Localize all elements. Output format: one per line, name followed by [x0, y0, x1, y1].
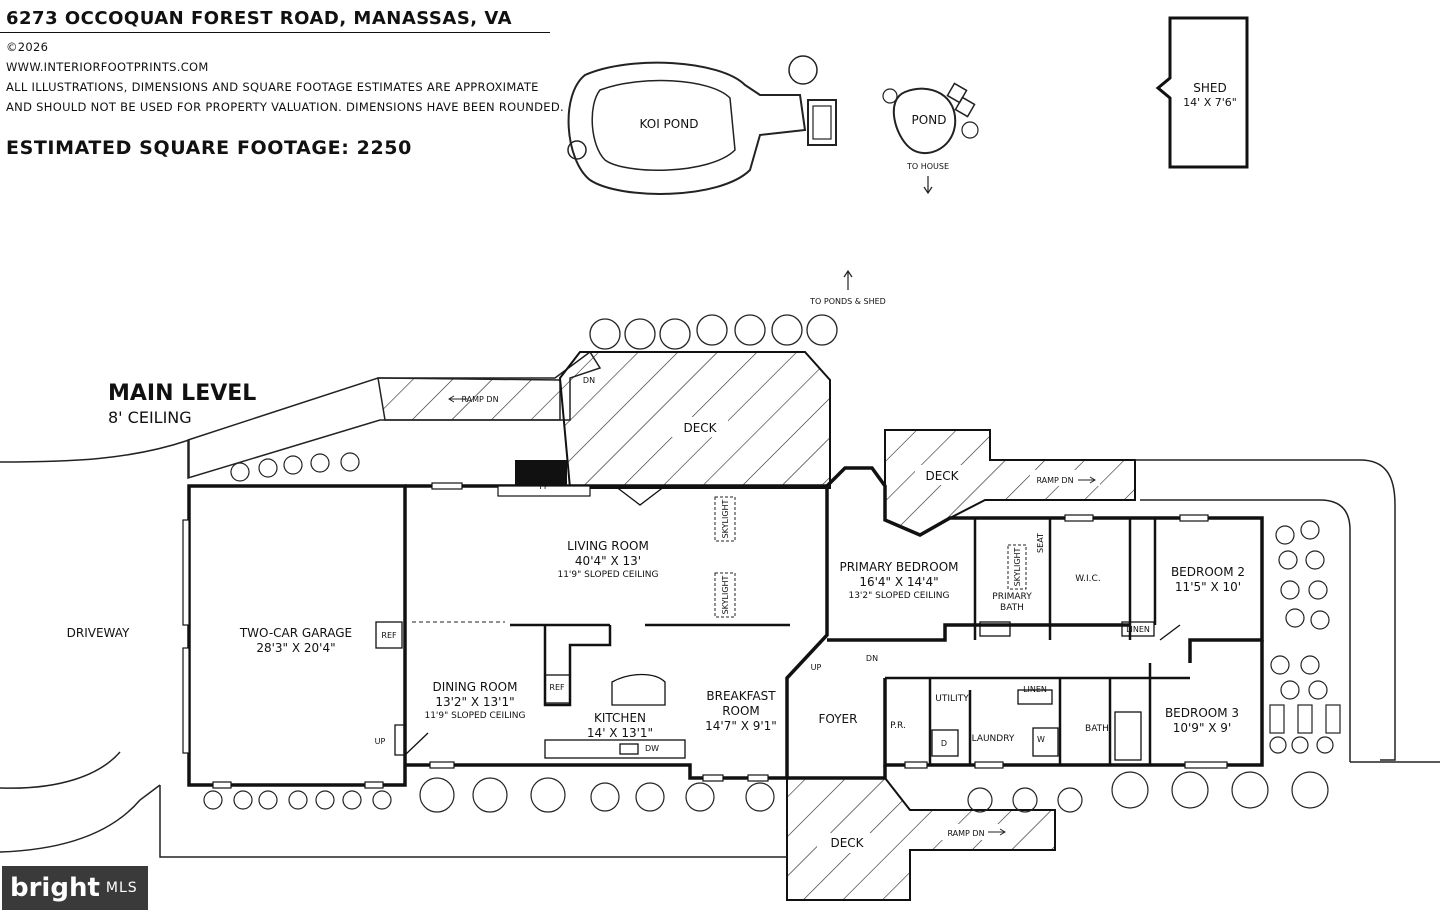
deck-primary-label: DECK [925, 469, 959, 483]
wic-label: W.I.C. [1075, 574, 1100, 584]
ramp-dn-label-2: RAMP DN [1036, 476, 1073, 485]
to-house-label: TO HOUSE [906, 162, 949, 171]
breakfast-room-label-2: ROOM [722, 704, 760, 718]
pond-label: POND [912, 113, 947, 127]
garage-dimensions: 28'3" X 20'4" [256, 641, 335, 655]
level-name: MAIN LEVEL [108, 381, 256, 406]
skylights [714, 496, 1027, 618]
dryer-label: D [941, 739, 947, 748]
skylight-label-1: SKYLIGHT [721, 499, 730, 538]
primary-bath-label-2: BATH [1000, 603, 1024, 613]
utility-label: UTILITY [935, 694, 969, 704]
shrubs-south [203, 771, 1329, 813]
deck-main-label: DECK [683, 421, 717, 435]
header-rule [0, 32, 550, 33]
fireplace: FP [497, 460, 591, 497]
dw-label: DW [645, 744, 659, 753]
living-room-dimensions: 40'4" X 13' [575, 554, 641, 568]
skylight-label-3: SKYLIGHT [1013, 547, 1022, 586]
deck-front-label: DECK [830, 836, 864, 850]
property-address: 6273 OCCOQUAN FOREST ROAD, MANASSAS, VA [6, 8, 513, 29]
bedroom-2-dimensions: 11'5" X 10' [1175, 580, 1241, 594]
main-deck: DECK [558, 351, 831, 489]
to-ponds-label: TO PONDS & SHED [809, 297, 886, 306]
skylight-label-2: SKYLIGHT [721, 575, 730, 614]
shrubs-north [589, 314, 838, 350]
estimated-sqft: ESTIMATED SQUARE FOOTAGE: 2250 [6, 137, 412, 159]
foyer-label: FOYER [819, 712, 858, 726]
bath-label: BATH [1085, 724, 1109, 734]
copyright: ©2026 [6, 40, 49, 54]
koi-pond: KOI POND [567, 55, 837, 195]
laundry-label: LAUNDRY [972, 734, 1015, 744]
doors [394, 485, 1181, 779]
living-room-ceiling: 11'9" SLOPED CEILING [557, 570, 658, 580]
driveway-label: DRIVEWAY [67, 626, 130, 640]
breakfast-room-dimensions: 14'7" X 9'1" [705, 719, 777, 733]
ramp-dn-label-3: RAMP DN [947, 829, 984, 838]
bedroom-3-dimensions: 10'9" X 9' [1173, 721, 1232, 735]
walkway-front [159, 785, 787, 858]
appliances [375, 621, 1155, 761]
walkway-right [1135, 459, 1396, 761]
bedroom-3-label: BEDROOM 3 [1165, 706, 1239, 720]
garage-label: TWO-CAR GARAGE [239, 626, 352, 640]
living-room-label: LIVING ROOM [567, 539, 649, 553]
washer-label: W [1037, 735, 1045, 744]
primary-bedroom-ceiling: 13'2" SLOPED CEILING [848, 591, 949, 601]
dining-room-dimensions: 13'2" X 13'1" [435, 695, 514, 709]
dn-label-2: DN [866, 654, 878, 663]
bedroom-2-label: BEDROOM 2 [1171, 565, 1245, 579]
ref-label-kitchen: REF [549, 683, 565, 692]
bright-mls-logo: bright MLS [2, 866, 148, 910]
shed-label: SHED [1193, 81, 1226, 95]
kitchen-dimensions: 14' X 13'1" [587, 726, 653, 740]
powder-room-label: P.R. [890, 721, 906, 731]
primary-bath-label-1: PRIMARY [992, 592, 1032, 602]
website: WWW.INTERIORFOOTPRINTS.COM [6, 60, 209, 74]
primary-bedroom-dimensions: 16'4" X 14'4" [859, 575, 938, 589]
shed: SHED 14' X 7'6" [1155, 16, 1249, 169]
shrubs-east [1269, 520, 1341, 754]
disclaimer-line-1: ALL ILLUSTRATIONS, DIMENSIONS AND SQUARE… [6, 80, 539, 94]
up-label-foyer: UP [811, 663, 822, 672]
seat-label: SEAT [1036, 533, 1045, 553]
linen-label-2: LINEN [1023, 685, 1047, 694]
front-deck: DECK RAMP DN [786, 777, 1056, 901]
kitchen-label: KITCHEN [594, 711, 646, 725]
ref-label-garage: REF [381, 631, 397, 640]
koi-pond-label: KOI POND [640, 117, 699, 131]
linen-label-1: LINEN [1126, 625, 1150, 634]
windows [182, 482, 1228, 789]
primary-bedroom-label: PRIMARY BEDROOM [839, 560, 958, 574]
dining-room-ceiling: 11'9" SLOPED CEILING [424, 711, 525, 721]
level-ceiling: 8' CEILING [108, 408, 192, 427]
pond: POND TO HOUSE [882, 82, 979, 195]
up-label-garage: UP [375, 737, 386, 746]
ramp-dn-label-1: RAMP DN [461, 395, 498, 404]
shed-dimensions: 14' X 7'6" [1183, 96, 1237, 109]
dining-room-label: DINING ROOM [433, 680, 518, 694]
fp-label: FP [539, 482, 549, 491]
breakfast-room-label-1: BREAKFAST [706, 689, 776, 703]
disclaimer-line-2: AND SHOULD NOT BE USED FOR PROPERTY VALU… [6, 100, 564, 114]
